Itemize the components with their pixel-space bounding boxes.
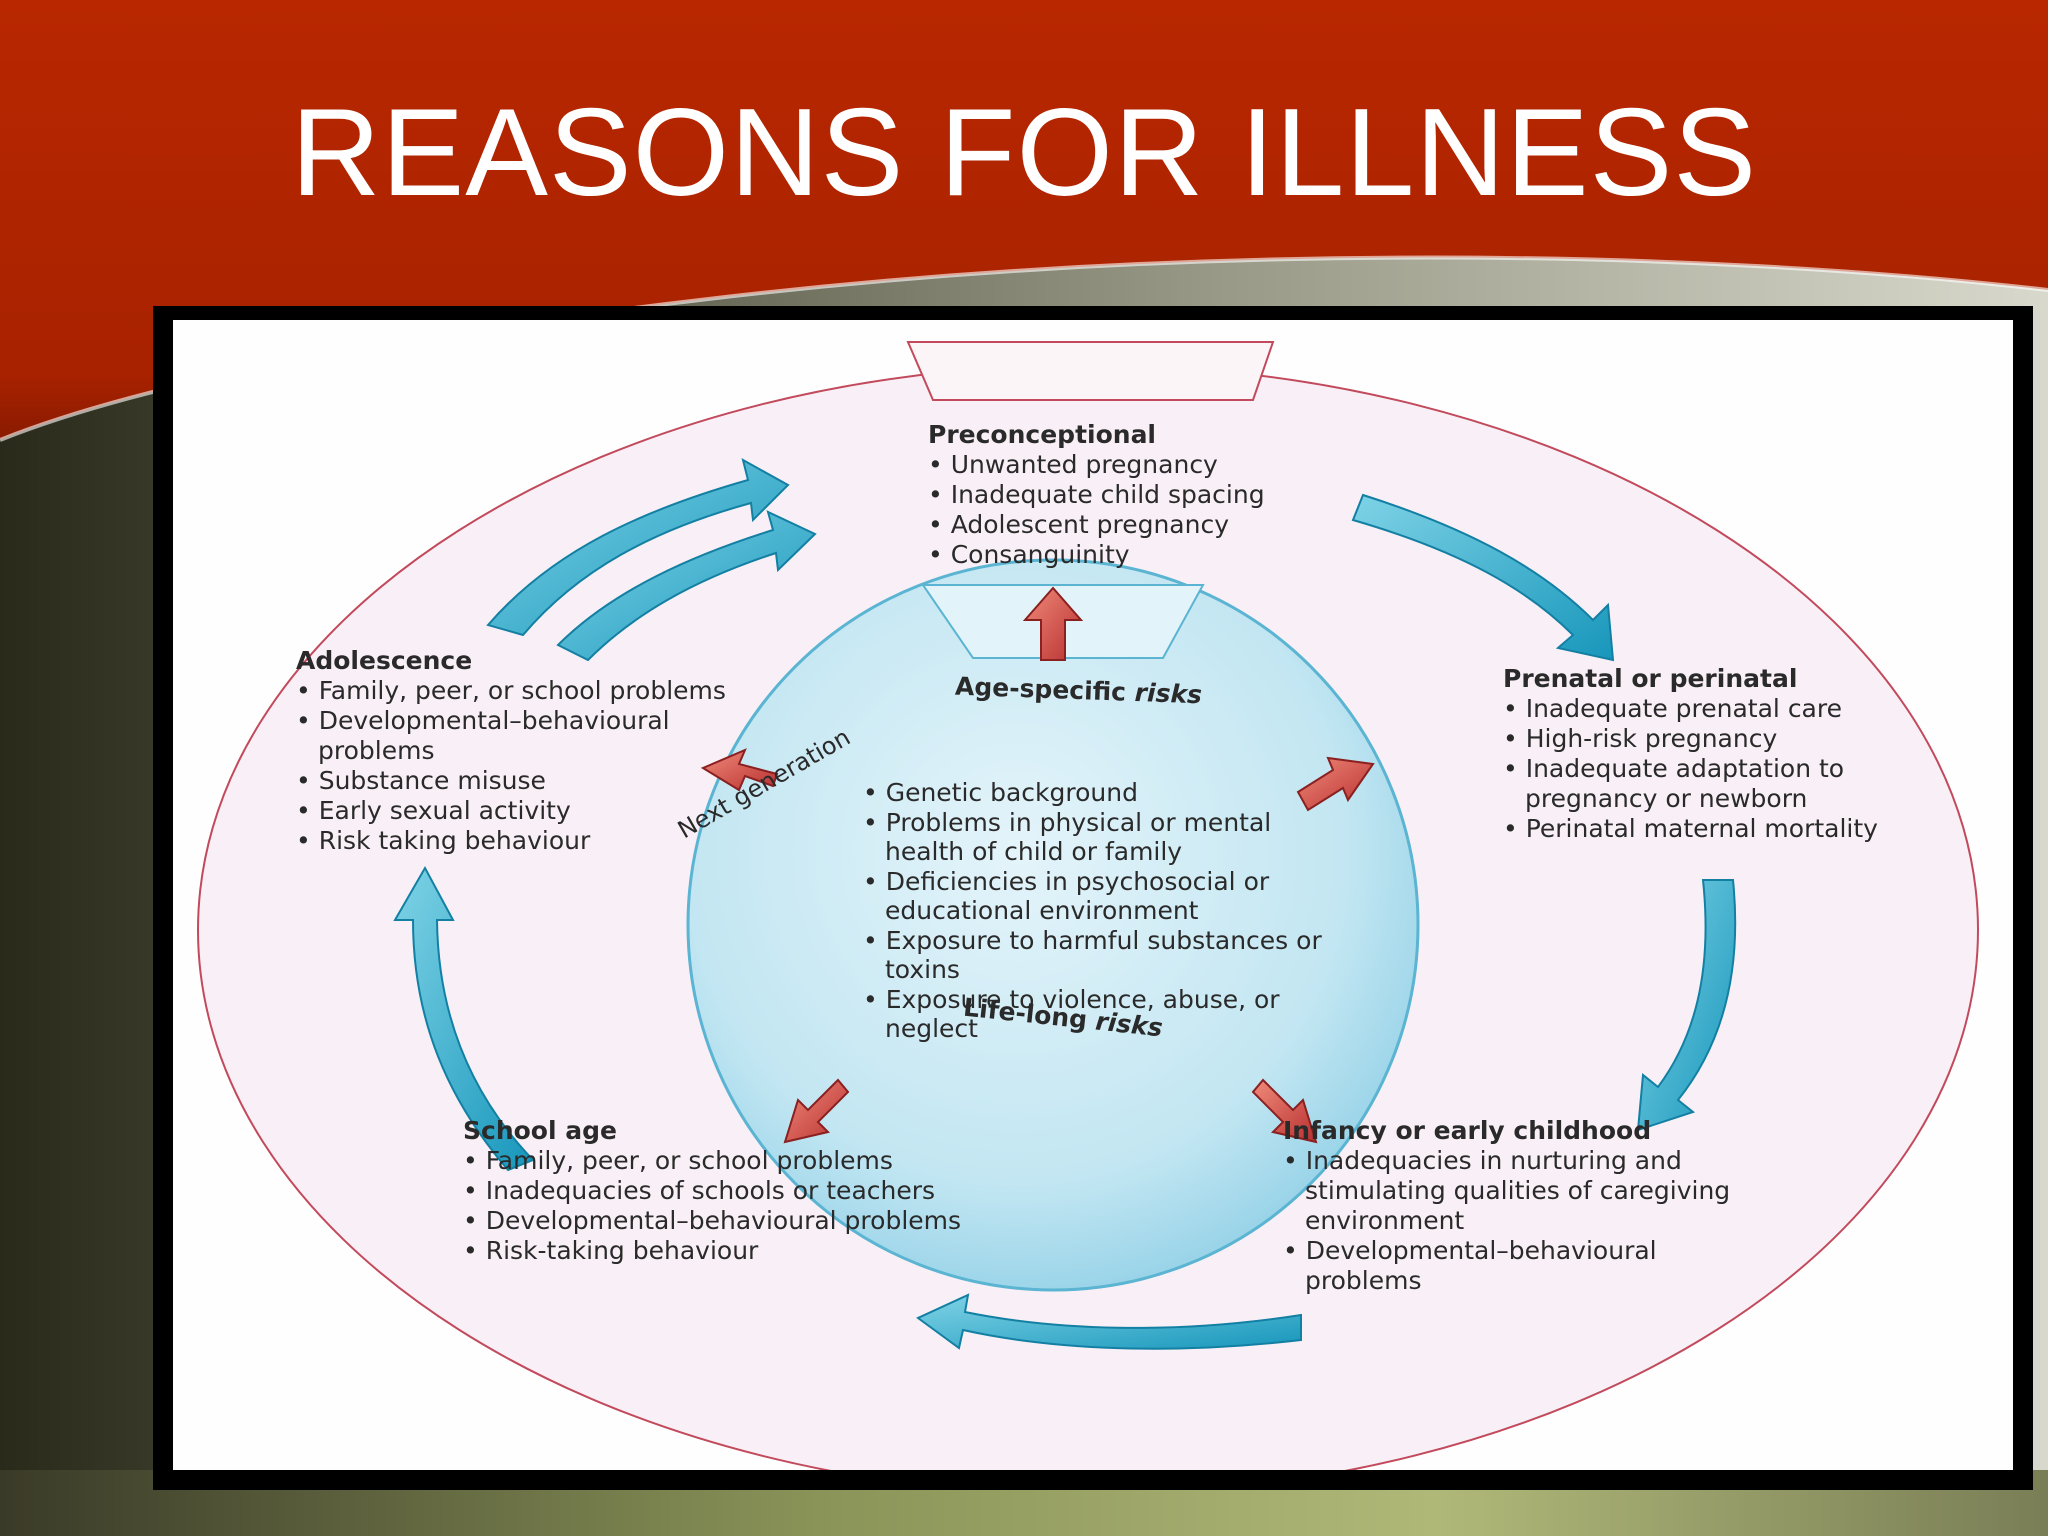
life-long-risks-list: Genetic background Problems in physical … [863, 778, 1353, 1044]
list-item: Problems in physical or mental health of… [863, 808, 1353, 867]
list-item: Inadequacies of schools or teachers [463, 1176, 961, 1206]
list-item: Inadequate adaptation to pregnancy or ne… [1503, 754, 1923, 814]
diagram-frame: Age-specific risks Life-long risks Next … [153, 306, 2033, 1490]
list-item: Perinatal maternal mortality [1503, 814, 1923, 844]
adolescence-block: Adolescence Family, peer, or school prob… [296, 646, 756, 856]
list-item: Risk-taking behaviour [463, 1236, 961, 1266]
prenatal-heading: Prenatal or perinatal [1503, 664, 1798, 693]
list-item: Exposure to violence, abuse, or neglect [863, 985, 1353, 1044]
infancy-block: Infancy or early childhood Inadequacies … [1283, 1116, 1753, 1296]
infancy-to-school-age-arrow [916, 1293, 1302, 1350]
list-item: Developmental–behavioural problems [1283, 1236, 1753, 1296]
list-item: Unwanted pregnancy [928, 450, 1265, 480]
risk-arrow-down-right [1251, 1078, 1318, 1144]
risk-arrow-up [1022, 586, 1084, 661]
list-item: Deficiencies in psychosocial or educatio… [863, 867, 1353, 926]
slide-title: REASONS FOR ILLNESS [290, 84, 1758, 222]
preconceptional-heading: Preconceptional [928, 420, 1157, 449]
list-item: High-risk pregnancy [1503, 724, 1923, 754]
adolescence-heading: Adolescence [296, 646, 473, 675]
next-generation-arrow-lower [556, 510, 817, 662]
prenatal-block: Prenatal or perinatal Inadequate prenata… [1503, 664, 1923, 844]
list-item: Inadequate child spacing [928, 480, 1265, 510]
diagram-panel: Age-specific risks Life-long risks Next … [173, 320, 2013, 1470]
school-age-heading: School age [463, 1116, 617, 1145]
list-item: Early sexual activity [296, 796, 756, 826]
preconceptional-block: Preconceptional Unwanted pregnancy Inade… [928, 420, 1265, 570]
age-specific-tab [906, 341, 1275, 401]
list-item: Developmental–behavioural problems [463, 1206, 961, 1236]
list-item: Adolescent pregnancy [928, 510, 1265, 540]
list-item: Risk taking behaviour [296, 826, 756, 856]
next-generation-arrow-upper [486, 458, 790, 637]
list-item: Genetic background [863, 778, 1353, 808]
list-item: Developmental–behavioural problems [296, 706, 756, 766]
list-item: Substance misuse [296, 766, 756, 796]
list-item: Family, peer, or school problems [296, 676, 756, 706]
list-item: Consanguinity [928, 540, 1265, 570]
prenatal-to-infancy-arrow [1636, 879, 1737, 1132]
risk-arrow-down-left [783, 1078, 850, 1144]
cycle-arrows [393, 458, 1737, 1350]
school-age-to-adolescence-arrow [393, 865, 535, 1172]
infancy-heading: Infancy or early childhood [1283, 1116, 1652, 1145]
list-item: Exposure to harmful substances or toxins [863, 926, 1353, 985]
school-age-block: School age Family, peer, or school probl… [463, 1116, 961, 1266]
list-item: Inadequacies in nurturing and stimulatin… [1283, 1146, 1753, 1236]
list-item: Inadequate prenatal care [1503, 694, 1923, 724]
list-item: Family, peer, or school problems [463, 1146, 961, 1176]
preconceptional-to-prenatal-arrow [1351, 493, 1615, 662]
